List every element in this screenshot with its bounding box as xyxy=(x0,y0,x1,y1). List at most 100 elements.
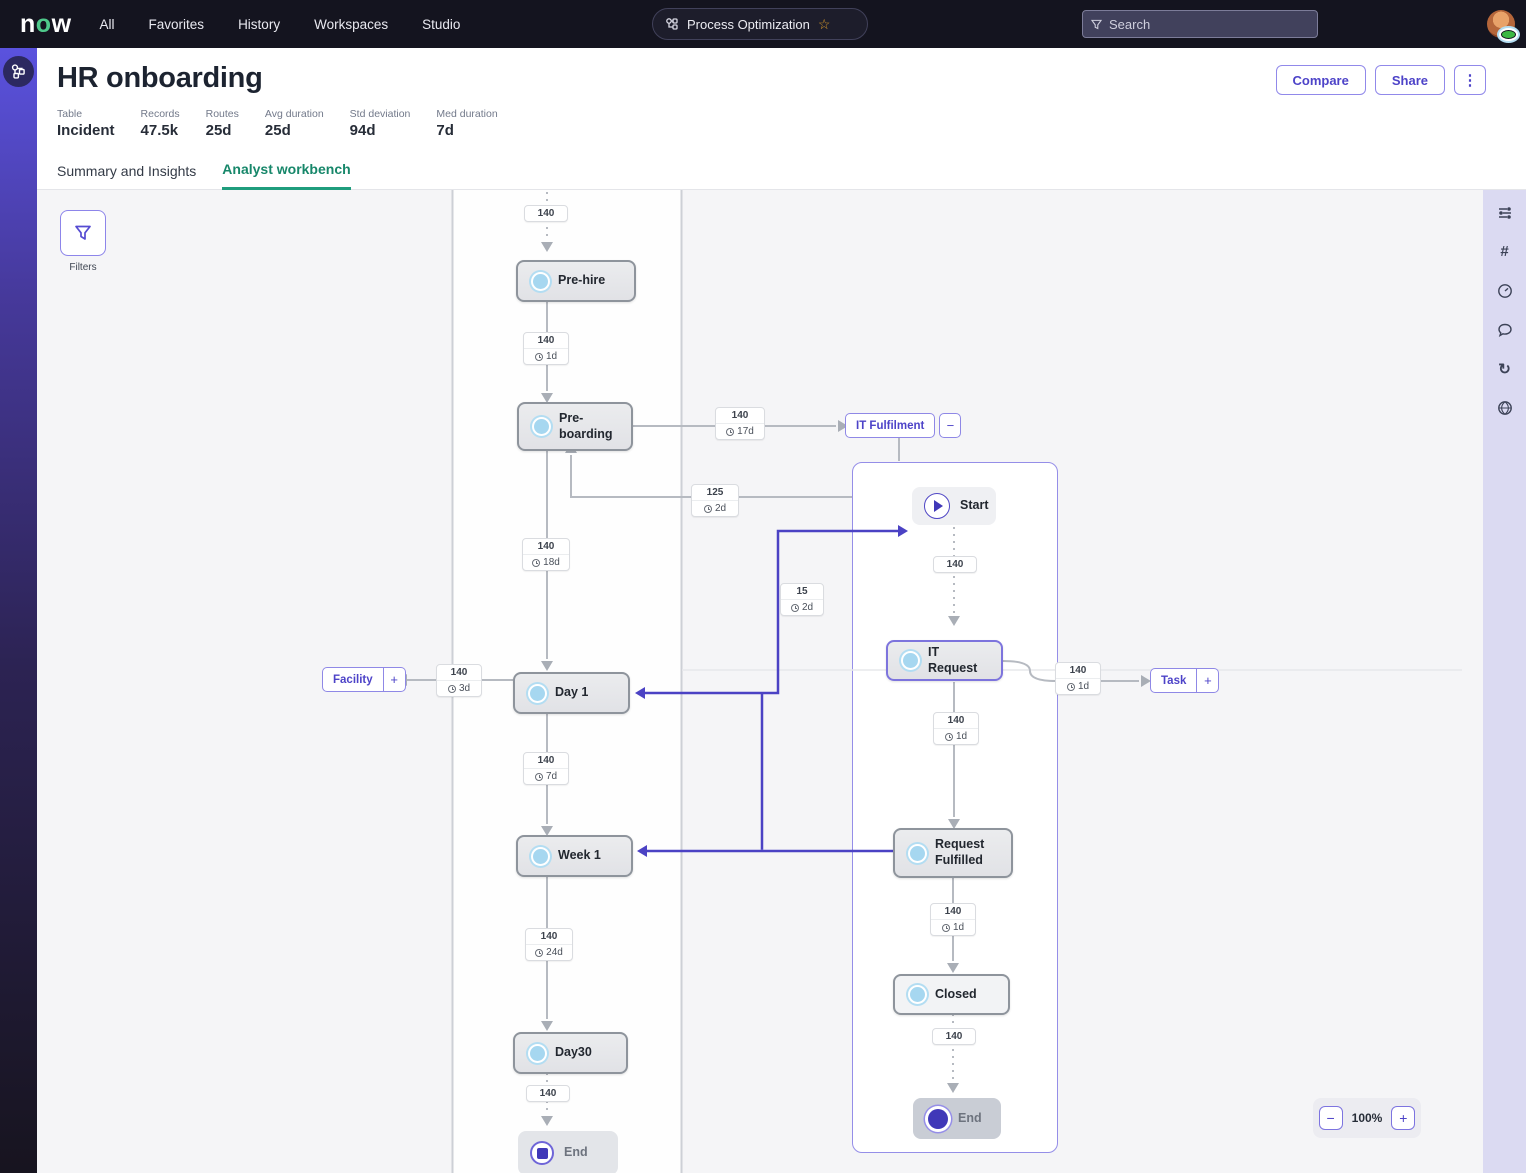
clock-icon xyxy=(726,427,735,436)
node-pre-hire[interactable]: Pre-hire xyxy=(516,260,636,302)
edge-label[interactable]: 140 17d xyxy=(715,407,765,440)
app-pill-label: Process Optimization xyxy=(687,16,810,32)
history-icon[interactable]: ↻ xyxy=(1498,360,1511,378)
milestone-icon xyxy=(533,273,548,289)
right-toolbar-rail: # ↻ xyxy=(1483,190,1526,1173)
process-mining-icon[interactable] xyxy=(3,56,34,87)
pill-facility: Facility + xyxy=(322,667,406,692)
metrics-hash-icon[interactable]: # xyxy=(1500,243,1509,260)
edge-label[interactable]: 140 xyxy=(524,205,568,222)
nav-item-workspaces[interactable]: Workspaces xyxy=(314,16,389,32)
zoom-level: 100% xyxy=(1351,1111,1383,1125)
milestone-icon xyxy=(903,653,918,668)
zoom-control: − 100% + xyxy=(1313,1098,1421,1138)
pill-facility-label[interactable]: Facility xyxy=(322,667,384,692)
nav-menu: All Favorites History Workspaces Studio xyxy=(100,17,461,32)
filter-funnel-icon xyxy=(1091,19,1102,29)
milestone-icon xyxy=(910,845,925,861)
page-title: HR onboarding xyxy=(57,62,263,94)
logo-w: w xyxy=(51,9,72,38)
collapse-button[interactable]: − xyxy=(939,413,962,438)
clock-icon xyxy=(703,504,712,513)
node-it-request[interactable]: IT Request xyxy=(886,640,1003,681)
milestone-icon xyxy=(530,685,545,701)
edge-label[interactable]: 125 2d xyxy=(691,484,739,517)
header-actions: Compare Share ⋮ xyxy=(1275,65,1486,95)
app-switcher-pill[interactable]: Process Optimization ☆ xyxy=(652,8,868,40)
node-day-1[interactable]: Day 1 xyxy=(513,672,630,714)
pill-task: Task + xyxy=(1150,668,1220,693)
milestone-icon xyxy=(910,987,925,1002)
search-placeholder: Search xyxy=(1109,16,1151,32)
clock-icon xyxy=(534,772,543,781)
globe-icon[interactable] xyxy=(1496,399,1513,416)
node-start[interactable]: Start xyxy=(912,487,996,525)
expand-button[interactable]: + xyxy=(1197,668,1220,693)
end-stop-icon xyxy=(928,1108,948,1129)
node-week-1[interactable]: Week 1 xyxy=(516,835,633,877)
edge-label[interactable]: 140 7d xyxy=(523,752,569,785)
milestone-icon xyxy=(533,848,548,864)
comments-icon[interactable] xyxy=(1496,321,1513,338)
expand-button[interactable]: + xyxy=(383,667,406,692)
edge-label[interactable]: 140 1d xyxy=(930,903,976,936)
edge-label[interactable]: 140 xyxy=(932,1028,976,1045)
routes-icon[interactable] xyxy=(1496,204,1513,221)
edge-label[interactable]: 15 2d xyxy=(780,583,824,616)
more-options-button[interactable]: ⋮ xyxy=(1454,65,1486,95)
edge-label[interactable]: 140 18d xyxy=(522,538,570,571)
edge-label[interactable]: 140 xyxy=(526,1085,570,1102)
zoom-in-button[interactable]: + xyxy=(1391,1106,1416,1130)
top-nav: now All Favorites History Workspaces Stu… xyxy=(0,0,1526,48)
filters-label: Filters xyxy=(69,262,97,273)
presence-status-dot xyxy=(1501,30,1516,39)
gauge-icon[interactable] xyxy=(1496,282,1513,299)
node-closed[interactable]: Closed xyxy=(893,974,1010,1015)
nav-item-all[interactable]: All xyxy=(99,16,115,32)
filters-button[interactable] xyxy=(60,210,106,256)
milestone-icon xyxy=(530,1045,545,1061)
node-pre-boarding[interactable]: Pre-boarding xyxy=(517,402,633,451)
logo-n: n xyxy=(20,9,36,38)
share-button[interactable]: Share xyxy=(1374,65,1445,95)
edge-label[interactable]: 140 24d xyxy=(525,928,573,961)
user-avatar[interactable] xyxy=(1487,10,1516,39)
pill-it-fulfilment: IT Fulfilment − xyxy=(845,413,962,438)
zoom-out-button[interactable]: − xyxy=(1318,1106,1343,1130)
node-end-subprocess[interactable]: End xyxy=(913,1098,1001,1139)
node-end-main[interactable]: End xyxy=(518,1131,618,1173)
start-play-icon xyxy=(924,493,950,519)
node-day30[interactable]: Day30 xyxy=(513,1032,628,1074)
process-map-canvas[interactable]: # ↻ Filters Pre-hire Pre-boarding Day 1 … xyxy=(37,190,1526,1173)
edge-label[interactable]: 140 1d xyxy=(933,712,979,745)
now-logo[interactable]: now xyxy=(20,10,72,39)
edge-label[interactable]: 140 1d xyxy=(523,332,569,365)
nav-item-history[interactable]: History xyxy=(238,16,281,32)
edge-label[interactable]: 140 1d xyxy=(1055,662,1101,695)
filter-funnel-icon xyxy=(75,225,91,240)
favorite-star-icon[interactable]: ☆ xyxy=(817,15,831,32)
compare-button[interactable]: Compare xyxy=(1275,65,1366,95)
clock-icon xyxy=(534,352,543,361)
tab-summary-insights[interactable]: Summary and Insights xyxy=(57,163,197,179)
left-app-strip xyxy=(0,48,37,1173)
pill-it-fulfilment-label[interactable]: IT Fulfilment xyxy=(845,413,936,438)
milestone-icon xyxy=(534,419,549,434)
clock-icon xyxy=(532,558,541,567)
nav-item-favorites[interactable]: Favorites xyxy=(148,16,205,32)
nav-item-studio[interactable]: Studio xyxy=(422,16,461,32)
clock-icon xyxy=(790,603,799,612)
tab-analyst-workbench[interactable]: Analyst workbench xyxy=(222,161,351,190)
search-input[interactable]: Search xyxy=(1082,10,1318,38)
node-request-fulfilled[interactable]: Request Fulfilled xyxy=(893,828,1013,878)
edge-label[interactable]: 140 3d xyxy=(436,664,482,697)
end-stop-icon xyxy=(530,1141,554,1165)
edge-label[interactable]: 140 xyxy=(933,556,977,573)
pill-task-label[interactable]: Task xyxy=(1150,668,1198,693)
